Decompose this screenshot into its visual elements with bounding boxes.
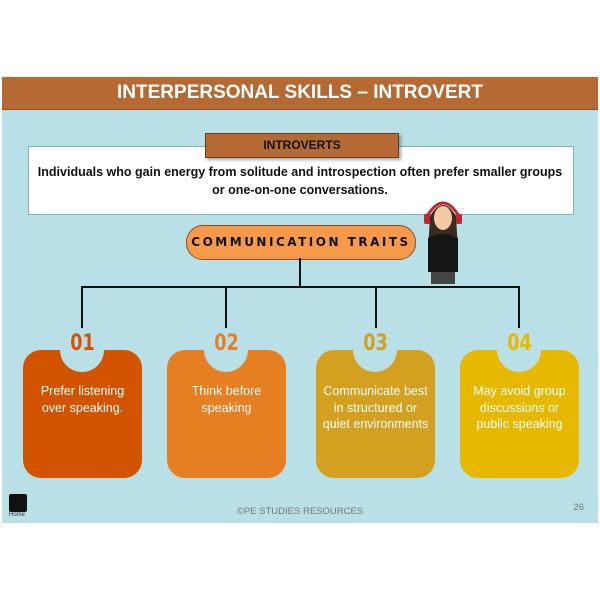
connector-line [299, 258, 301, 287]
slide-title: INTERPERSONAL SKILLS – INTROVERT [2, 77, 598, 110]
connector-line [375, 286, 377, 330]
intro-label: INTROVERTS [205, 133, 399, 158]
traits-title: COMMUNICATION TRAITS [186, 225, 416, 260]
card-number: 01 [70, 331, 95, 356]
connector-line [518, 286, 520, 330]
intro-text: Individuals who gain energy from solitud… [37, 165, 563, 197]
home-label[interactable]: Home [9, 512, 26, 518]
card-number: 02 [214, 331, 239, 356]
card-notch [497, 328, 541, 372]
connector-line [225, 286, 227, 330]
card-text: May avoid group discussions or public sp… [473, 384, 566, 431]
card-number: 04 [507, 331, 532, 356]
trait-card-2: 02 Think before speaking [167, 328, 286, 478]
trait-card-1: 01 Prefer listening over speaking. [23, 328, 142, 478]
card-number: 03 [363, 331, 388, 356]
card-text: Think before speaking [191, 384, 262, 415]
card-notch [60, 328, 104, 372]
trait-card-4: 04 May avoid group discussions or public… [460, 328, 579, 478]
home-icon[interactable] [9, 494, 27, 512]
copyright: ©PE STUDIES RESOURCES [236, 506, 364, 517]
page-number: 26 [573, 502, 584, 513]
card-text: Communicate best in structured or quiet … [322, 384, 429, 431]
trait-card-3: 03 Communicate best in structured or qui… [316, 328, 435, 478]
connector-line [81, 286, 520, 288]
card-notch [204, 328, 248, 372]
connector-line [81, 286, 83, 330]
card-notch [353, 328, 397, 372]
avatar-illustration [424, 201, 462, 284]
card-text: Prefer listening over speaking. [40, 384, 125, 415]
